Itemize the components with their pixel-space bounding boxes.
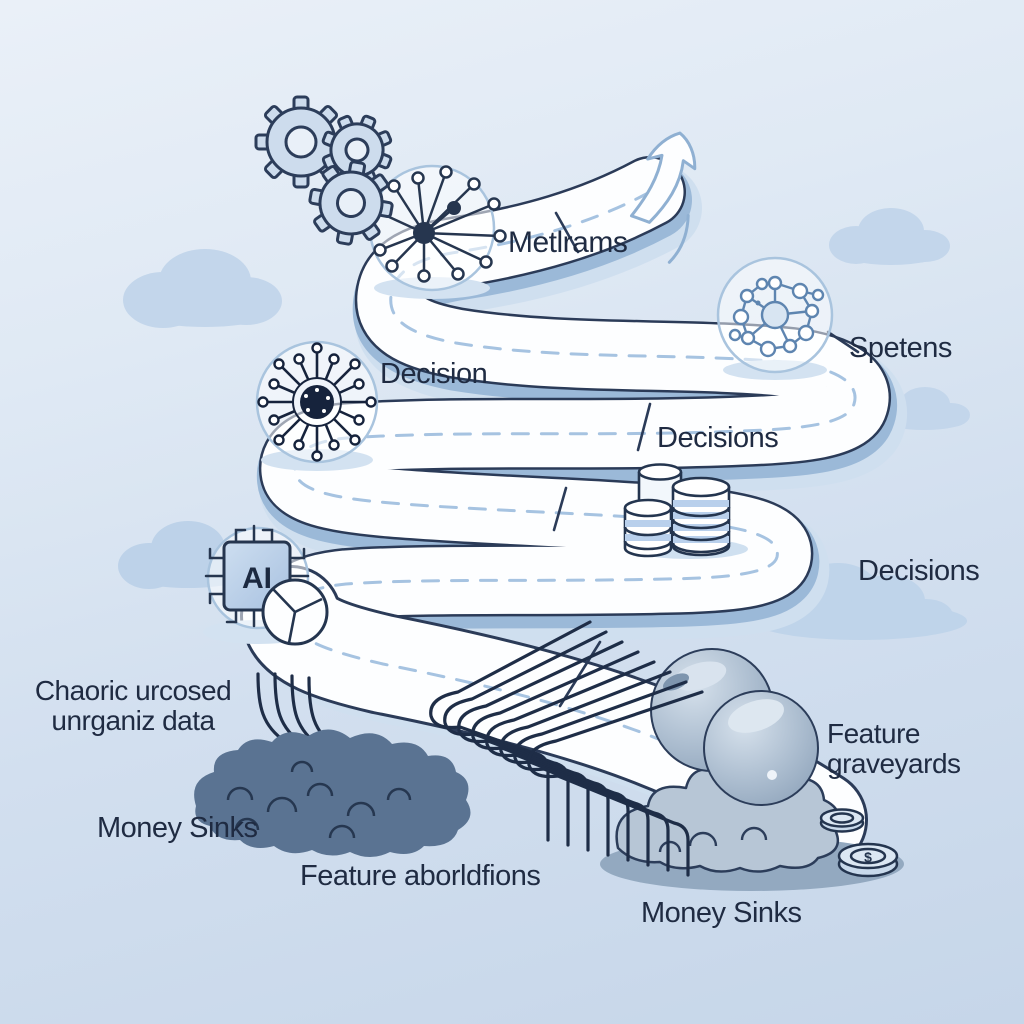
ai-stage: AI: [203, 524, 329, 646]
ai-chip-label: AI: [242, 562, 272, 595]
feature-graveyards-line2: graveyards: [827, 748, 961, 780]
feature-graveyard: [600, 648, 904, 891]
road-seams: [552, 211, 860, 708]
feature-graveyards-label: Feature graveyards: [827, 718, 987, 780]
sludge-pile: [194, 729, 471, 857]
coin-dollar: $: [837, 842, 899, 878]
money-sinks-left-label: Money Sinks: [97, 812, 258, 844]
cloud: [829, 208, 950, 265]
boulder: [703, 690, 819, 806]
money-sinks-right-label: Money Sinks: [641, 897, 802, 929]
molecule-network-icon: [716, 256, 834, 380]
database-icon: [623, 463, 748, 559]
radial-network-icon: [255, 340, 379, 471]
stage-label-decision: Decision: [380, 358, 488, 390]
gear: [308, 160, 394, 246]
stage-label-decisions-right: Decisions: [858, 555, 980, 587]
coin-small: [819, 808, 865, 833]
pie-chart-icon: [261, 578, 329, 646]
chaotic-data-label: Chaoric urcosed unrganiz data: [28, 675, 238, 737]
stage-label-systems: Spetens: [849, 332, 952, 364]
stage-label-metrics: Metlrams: [508, 226, 628, 259]
chaotic-data-line1: Chaoric urcosed: [34, 675, 232, 706]
rock-mound-detail: [658, 826, 768, 853]
feature-abortions-label: Feature aborldfions: [300, 860, 541, 892]
feature-graveyards-line1: Feature: [827, 718, 921, 749]
sludge-detail: [226, 760, 412, 839]
up-arrow-icon: [629, 131, 697, 264]
database-cylinder-tall: [671, 476, 731, 557]
cloud: [123, 249, 282, 328]
chaotic-data-line2: unrganiz data: [51, 705, 215, 737]
gears-icon: [254, 95, 394, 246]
coin-dollar-glyph: $: [864, 849, 872, 865]
coin-icon: $: [819, 808, 899, 878]
stage-label-decisions-mid: Decisions: [657, 422, 779, 454]
database-cylinder-front: [623, 498, 673, 558]
